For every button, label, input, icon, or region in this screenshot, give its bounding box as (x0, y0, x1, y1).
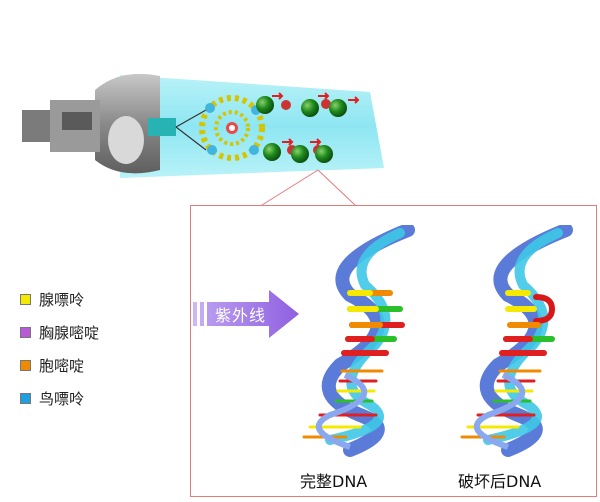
legend-label: 胞嘧啶 (39, 356, 85, 375)
molecule-cluster (199, 95, 265, 161)
lamp-cap-highlight (108, 116, 144, 164)
particles-top (256, 92, 360, 117)
uv-arrow-icon (193, 290, 299, 338)
nozzle (148, 118, 176, 136)
intact-dna-helix (302, 225, 415, 457)
callout-lines (261, 169, 356, 206)
legend-swatch-purple (20, 326, 31, 338)
damaged-dna-caption: 破坏后DNA (458, 472, 542, 491)
legend-label: 胸腺嘧啶 (39, 323, 100, 342)
legend-label: 鸟嘌呤 (39, 389, 85, 408)
uv-label: 紫外线 (215, 306, 267, 325)
base-legend: 腺嘌呤 胸腺嘧啶 胞嘧啶 鸟嘌呤 (20, 289, 140, 421)
uv-tube-illustration (22, 73, 384, 206)
legend-swatch-orange (20, 359, 31, 371)
legend-item-cytosine: 胞嘧啶 (20, 355, 140, 375)
legend-swatch-blue (20, 392, 31, 404)
intact-dna-caption: 完整DNA (300, 472, 368, 491)
legend-item-guanine: 鸟嘌呤 (20, 388, 140, 408)
particles-bottom (263, 138, 333, 163)
legend-label: 腺嘌呤 (39, 290, 85, 309)
damaged-dna-helix (460, 225, 573, 457)
legend-swatch-yellow (20, 293, 31, 305)
legend-item-adenine: 腺嘌呤 (20, 289, 140, 309)
legend-item-thymine: 胸腺嘧啶 (20, 322, 140, 342)
